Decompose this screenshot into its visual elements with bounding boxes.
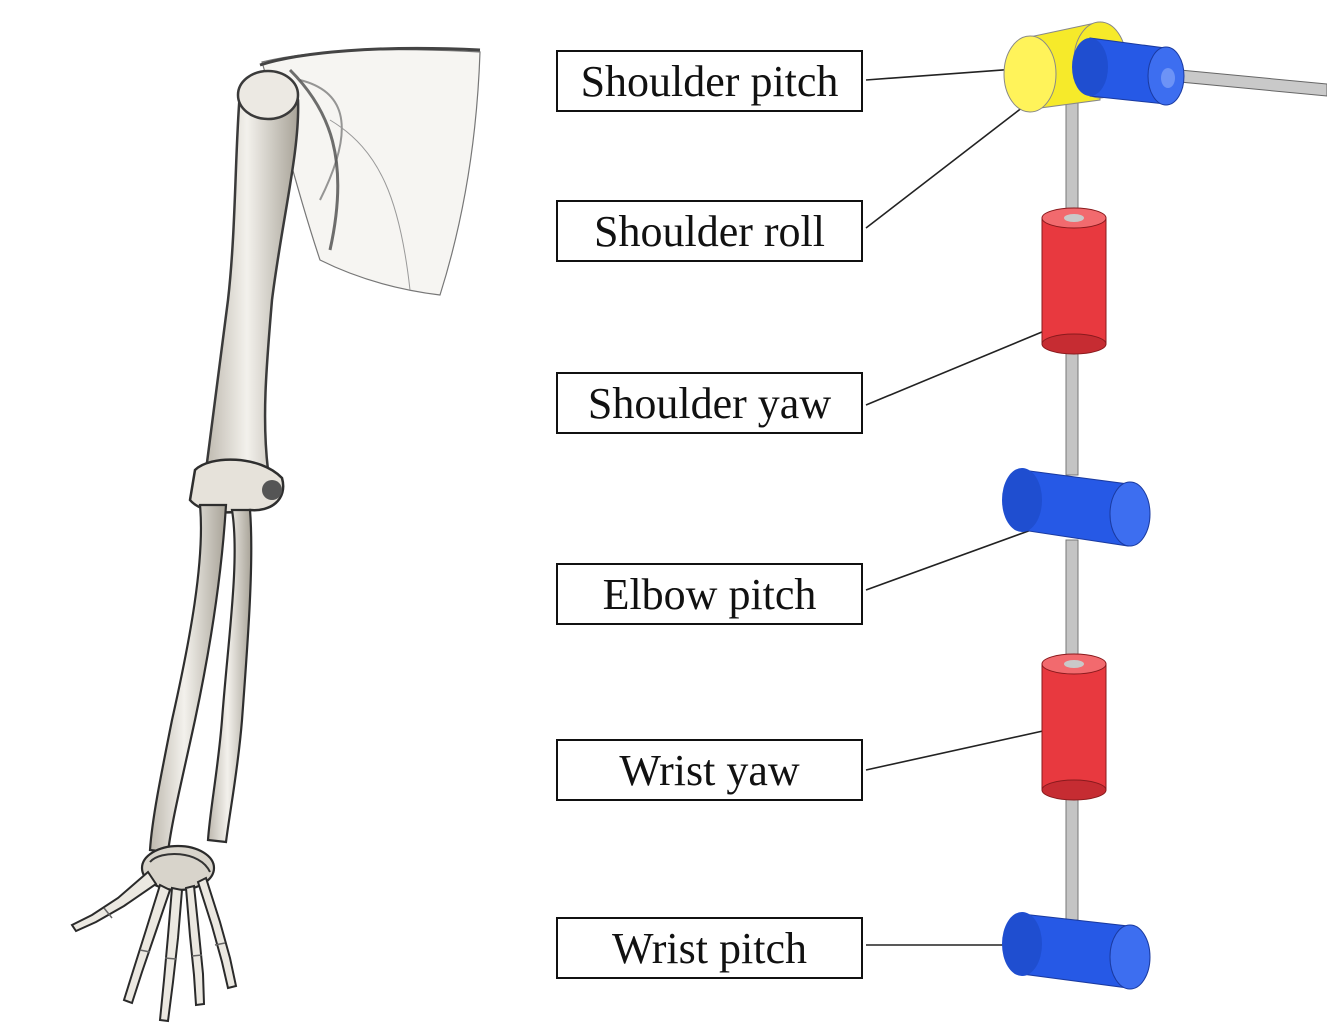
label-elbow-pitch: Elbow pitch — [556, 563, 863, 625]
wrist-pitch-joint — [1002, 912, 1150, 989]
shoulder-yaw-joint — [1042, 208, 1106, 354]
label-shoulder-pitch: Shoulder pitch — [556, 50, 863, 112]
elbow-pitch-joint — [1002, 468, 1150, 546]
upper-link-rod — [1180, 70, 1327, 96]
leader-line-wrist-yaw — [866, 725, 1070, 770]
label-wrist-pitch: Wrist pitch — [556, 917, 863, 979]
label-wrist-yaw: Wrist yaw — [556, 739, 863, 801]
label-shoulder-roll: Shoulder roll — [556, 200, 863, 262]
wrist-yaw-joint — [1042, 654, 1106, 800]
label-shoulder-yaw: Shoulder yaw — [556, 372, 863, 434]
shoulder-roll-joint — [1072, 38, 1184, 105]
leader-line-shoulder-roll — [866, 90, 1045, 228]
